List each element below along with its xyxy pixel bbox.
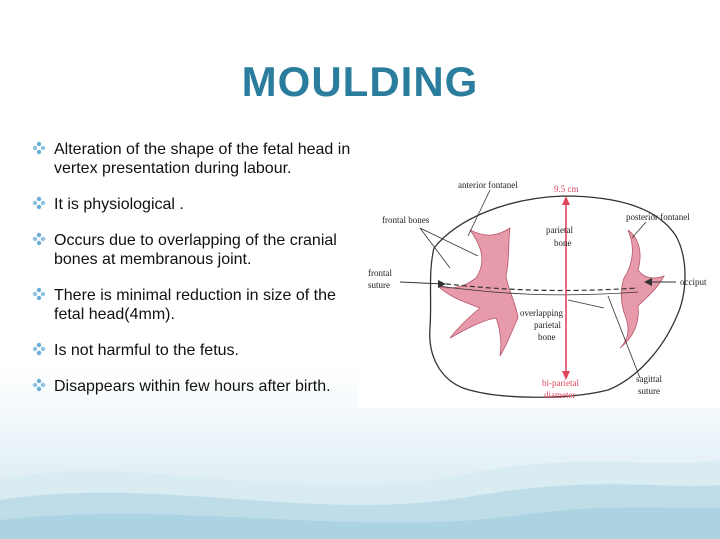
label-frontal-suture-2: suture: [368, 280, 390, 290]
diamond-bullet-icon: [32, 378, 46, 392]
bullet-item: It is physiological .: [32, 195, 352, 214]
sagittal-suture-line: [437, 282, 639, 292]
label-overlapping: overlapping: [520, 308, 563, 318]
skull-drawing: anterior fontanel 9.5 cm frontal bones p…: [368, 180, 707, 400]
label-parietal-bone: parietal: [546, 225, 573, 235]
label-anterior-fontanel: anterior fontanel: [458, 180, 518, 190]
bullet-item: Is not harmful to the fetus.: [32, 341, 352, 360]
wave-decoration: [0, 460, 720, 539]
fetal-skull-diagram: anterior fontanel 9.5 cm frontal bones p…: [358, 178, 720, 408]
bullet-item: Alteration of the shape of the fetal hea…: [32, 140, 352, 178]
bullet-text: Alteration of the shape of the fetal hea…: [54, 141, 351, 177]
bullet-item: There is minimal reduction in size of th…: [32, 286, 352, 324]
slide-title: MOULDING: [241, 58, 479, 105]
diamond-bullet-icon: [32, 342, 46, 356]
label-sagittal: sagittal: [636, 374, 662, 384]
label-parietal-bone-2: bone: [554, 238, 572, 248]
diamond-bullet-icon: [32, 232, 46, 246]
bullet-item: Disappears within few hours after birth.: [32, 377, 352, 396]
diamond-bullet-icon: [32, 287, 46, 301]
label-overlapping-3: bone: [538, 332, 556, 342]
label-sagittal-2: suture: [638, 386, 660, 396]
label-biparietal: bi-parietal: [542, 378, 579, 388]
label-posterior-fontanel: posterior fontanel: [626, 212, 690, 222]
label-biparietal-2: diameter: [544, 390, 575, 400]
bullet-list: Alteration of the shape of the fetal hea…: [32, 140, 352, 413]
diamond-bullet-icon: [32, 196, 46, 210]
posterior-fontanel-region: [619, 229, 665, 349]
bullet-text: It is physiological .: [54, 196, 184, 213]
label-frontal-suture: frontal: [368, 268, 392, 278]
bullet-text: Occurs due to overlapping of the cranial…: [54, 232, 337, 268]
frontal-bone-region: [437, 227, 519, 357]
bullet-text: There is minimal reduction in size of th…: [54, 287, 336, 323]
bullet-item: Occurs due to overlapping of the cranial…: [32, 231, 352, 269]
label-overlapping-2: parietal: [534, 320, 561, 330]
bullet-text: Disappears within few hours after birth.: [54, 378, 331, 395]
label-frontal-bones: frontal bones: [382, 215, 430, 225]
label-measure: 9.5 cm: [554, 184, 579, 194]
bullet-text: Is not harmful to the fetus.: [54, 342, 239, 359]
diamond-bullet-icon: [32, 141, 46, 155]
label-occiput: occiput: [680, 277, 707, 287]
